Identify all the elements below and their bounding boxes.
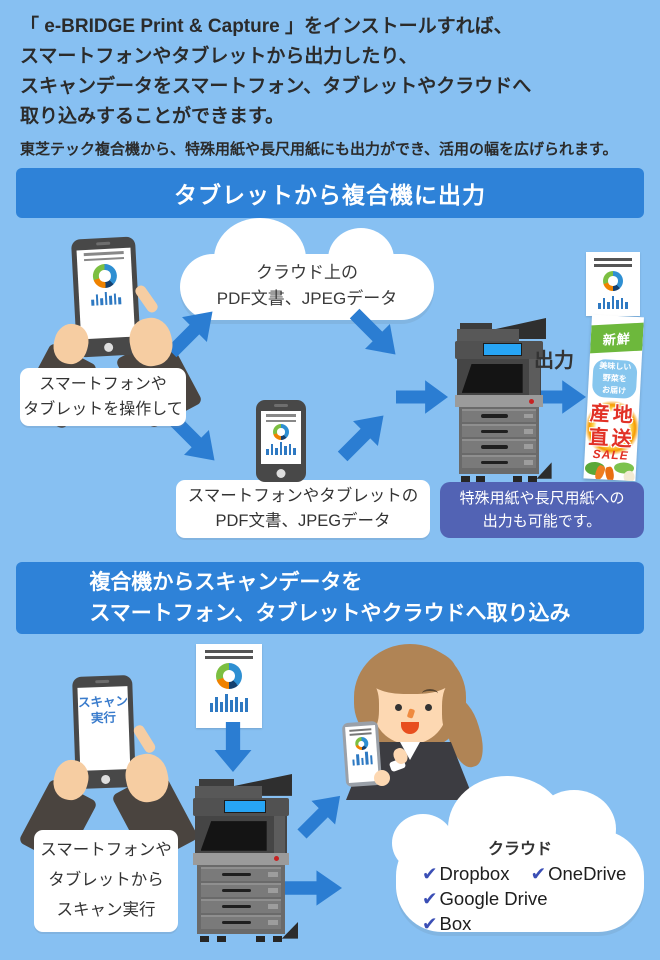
section1-title-banner: タブレットから複合機に出力 bbox=[16, 168, 644, 218]
phone-screen-line2: 実行 bbox=[90, 710, 117, 726]
service-box: Box bbox=[439, 913, 472, 934]
operate-label-line1: スマートフォンや bbox=[39, 376, 167, 393]
cloud-data-bubble: クラウド上の PDF文書、JPEGデータ bbox=[180, 218, 434, 320]
home-button-icon bbox=[103, 342, 114, 353]
vegetables-art bbox=[583, 460, 636, 482]
output-text: 出力 bbox=[534, 350, 574, 372]
hand bbox=[374, 770, 390, 786]
arrow-phone-to-printer bbox=[328, 401, 397, 470]
cloud-label-line1: クラウド上の bbox=[256, 263, 358, 282]
donut-chart-icon bbox=[603, 271, 623, 291]
arrow-into-printer bbox=[396, 380, 448, 414]
control-panel bbox=[193, 797, 289, 816]
operate-label-line2: タブレットを操作して bbox=[23, 401, 183, 418]
donut-chart-icon bbox=[216, 663, 242, 689]
check-icon: ✔ bbox=[422, 888, 438, 909]
cloud-service-row: ✔Google Drive bbox=[422, 886, 644, 911]
bar-chart-icon bbox=[261, 442, 301, 455]
scan-label-line1: スマートフォンや bbox=[40, 841, 172, 859]
intro-copy: 「 e-BRIDGE Print & Capture 」をインストールすれば、 … bbox=[20, 12, 648, 161]
check-icon: ✔ bbox=[422, 913, 438, 934]
intro-note: 東芝テック複合機から、特殊用紙や長尺用紙にも出力ができ、活用の幅を広げられます。 bbox=[20, 141, 618, 158]
device-data-label-line1: スマートフォンやタブレットの bbox=[187, 487, 419, 505]
donut-chart-icon bbox=[92, 263, 118, 289]
eye bbox=[395, 704, 402, 711]
cloud-service-row: ✔Dropbox ✔OneDrive bbox=[422, 861, 644, 886]
special-paper-note-line2: 出力も可能です。 bbox=[482, 513, 602, 530]
printed-document-icon bbox=[586, 252, 640, 316]
section2-title-banner: 複合機からスキャンデータを スマートフォン、タブレットやクラウドへ取り込み bbox=[16, 562, 644, 634]
phone-screen-line1: スキャン bbox=[77, 694, 129, 710]
paper-drawer bbox=[461, 408, 537, 422]
device-data-label-line2: PDF文書、JPEGデータ bbox=[215, 512, 391, 530]
paper-drawer bbox=[200, 914, 282, 929]
sale-banner-print-illustration: 新鮮 美味しい 野菜を お届け 産地 直送 SALE bbox=[583, 314, 644, 482]
service-google-drive: Google Drive bbox=[439, 888, 548, 909]
scan-label-line3: スキャン実行 bbox=[56, 901, 156, 919]
paper-drawer bbox=[200, 866, 282, 881]
special-paper-note-line1: 特殊用紙や長尺用紙への bbox=[459, 490, 625, 507]
paper-drawer bbox=[461, 454, 537, 469]
paper-drawer bbox=[200, 882, 282, 897]
bar-chart-icon bbox=[196, 694, 262, 712]
check-icon: ✔ bbox=[530, 863, 547, 884]
eyebrow bbox=[422, 689, 438, 698]
scanned-document-icon bbox=[196, 644, 262, 728]
cloud-title: クラウド bbox=[487, 841, 552, 858]
paper-drawer bbox=[461, 424, 537, 438]
donut-chart-icon bbox=[273, 424, 289, 440]
mouth bbox=[401, 722, 419, 734]
arrow-printer-to-cloud bbox=[284, 870, 342, 906]
intro-line-2: スマートフォンやタブレットから出力したり、 bbox=[20, 46, 418, 67]
section1-title: タブレットから複合機に出力 bbox=[174, 182, 486, 208]
eye bbox=[425, 704, 432, 711]
brand-dot bbox=[274, 856, 280, 862]
arrow-document-to-printer bbox=[212, 722, 254, 772]
operate-label: スマートフォンや タブレットを操作して bbox=[20, 368, 186, 426]
paper-drawer bbox=[200, 898, 282, 913]
bangs bbox=[365, 647, 456, 694]
mfp-printer-illustration bbox=[190, 774, 299, 942]
smartphone-icon bbox=[256, 400, 306, 482]
bar-chart-icon bbox=[586, 296, 640, 309]
cloud-label-line2: PDF文書、JPEGデータ bbox=[216, 289, 398, 308]
phone-in-hands-illustration: スキャン 実行 bbox=[18, 670, 199, 866]
scan-action-label: スマートフォンや タブレットから スキャン実行 bbox=[34, 830, 178, 932]
service-dropbox: Dropbox bbox=[439, 863, 510, 884]
intro-line-1: 「 e-BRIDGE Print & Capture 」をインストールすれば、 bbox=[20, 16, 513, 37]
service-onedrive: OneDrive bbox=[548, 863, 627, 884]
section2-title-line1: 複合機からスキャンデータを bbox=[89, 571, 363, 594]
section2-title-line2: スマートフォン、タブレットやクラウドへ取り込み bbox=[89, 602, 571, 625]
bar-chart-icon bbox=[79, 291, 134, 307]
brand-dot bbox=[529, 398, 535, 404]
special-paper-note: 特殊用紙や長尺用紙への 出力も可能です。 bbox=[440, 482, 644, 538]
touch-screen bbox=[223, 799, 266, 814]
woman-with-phone-illustration bbox=[338, 642, 490, 800]
home-button-icon bbox=[101, 774, 111, 785]
touch-screen bbox=[483, 343, 522, 357]
paper-drawer bbox=[461, 439, 537, 453]
cloud-service-row: ✔Box bbox=[422, 911, 644, 936]
fresh-ribbon: 新鮮 bbox=[590, 322, 644, 354]
donut-chart-icon bbox=[354, 736, 369, 751]
control-panel bbox=[454, 340, 544, 359]
pointing-finger bbox=[131, 723, 158, 755]
cloud-services-bubble: クラウド ✔Dropbox ✔OneDrive ✔Google Drive ✔B… bbox=[392, 776, 644, 934]
intro-line-4: 取り込みすることができます。 bbox=[20, 106, 285, 127]
check-icon: ✔ bbox=[422, 863, 438, 884]
scan-label-line2: タブレットから bbox=[48, 871, 164, 889]
device-data-label: スマートフォンやタブレットの PDF文書、JPEGデータ bbox=[176, 480, 430, 538]
mfp-printer-illustration bbox=[452, 318, 552, 482]
intro-line-3: スキャンデータをスマートフォン、タブレットやクラウドへ bbox=[20, 76, 532, 97]
bar-chart-icon bbox=[347, 751, 378, 766]
